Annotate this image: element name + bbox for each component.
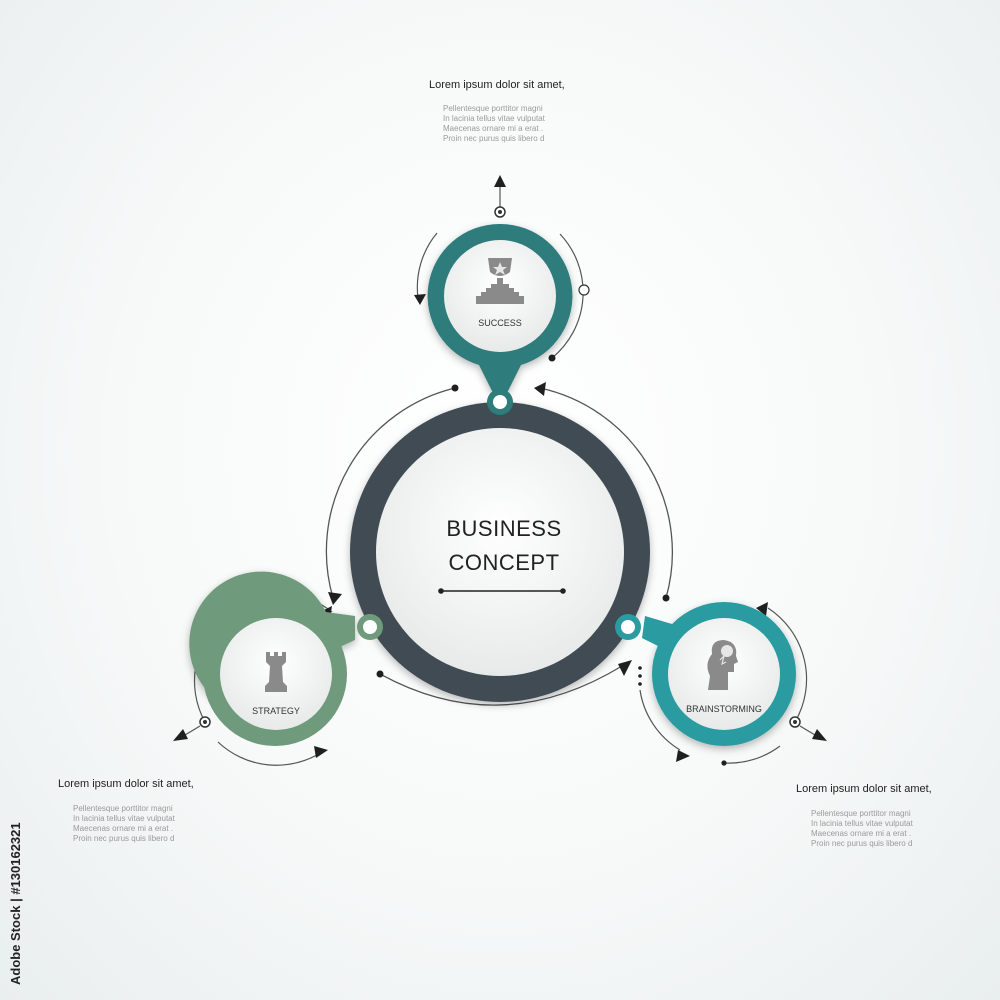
node-brainstorming <box>615 602 827 766</box>
stock-watermark: Adobe Stock | #130162321 <box>8 822 23 985</box>
arc-right <box>539 387 673 599</box>
arc-left <box>325 387 456 599</box>
node-joint-hole <box>493 395 507 409</box>
text-line: Pellentesque porttitor magni <box>811 809 911 818</box>
arc-dot <box>638 674 642 678</box>
arc-dot <box>451 384 459 392</box>
center-title-line1: BUSINESS <box>446 516 562 541</box>
arrow-right <box>314 746 328 758</box>
node-success <box>414 175 590 415</box>
node-outer-ring <box>767 607 808 723</box>
node-joint-hole <box>363 620 377 634</box>
head-idea-icon <box>707 640 738 690</box>
arrow-left <box>173 729 188 741</box>
central-circle <box>350 402 650 702</box>
node-outer-ring <box>217 741 323 766</box>
arc-dot <box>638 682 642 686</box>
arc-dot <box>548 354 556 362</box>
node-outer-ring <box>639 689 681 751</box>
arrow-left <box>756 602 768 616</box>
text-block-left-body: Pellentesque porttitor magni In lacinia … <box>73 804 175 844</box>
trophy-icon <box>476 258 524 304</box>
ring-dot <box>578 284 590 296</box>
text-line: Maecenas ornare mi a erat . <box>811 829 912 838</box>
arc-bottom <box>379 665 623 706</box>
ring-dot-center <box>793 720 797 724</box>
ring-dot-center <box>498 210 502 214</box>
text-line: Maecenas ornare mi a erat . <box>443 124 544 133</box>
arc-dot <box>721 760 727 766</box>
chess-rook-icon <box>265 652 287 692</box>
text-line: Proin nec purus quis libero d <box>811 839 913 848</box>
text-block-top-title: Lorem ipsum dolor sit amet, <box>429 79 565 91</box>
node-outer-ring <box>723 745 781 764</box>
text-block-top-body: Pellentesque porttitor magni In lacinia … <box>443 104 545 144</box>
node-neck <box>642 616 672 650</box>
arrow-head <box>618 660 632 676</box>
text-line: Maecenas ornare mi a erat . <box>73 824 174 833</box>
central-disc <box>376 428 624 676</box>
arrow-up <box>494 175 506 187</box>
divider-dot <box>560 588 566 594</box>
connector-arcs <box>325 387 673 706</box>
text-line: Pellentesque porttitor magni <box>443 104 543 113</box>
node-strategy <box>173 571 383 766</box>
text-line: In lacinia tellus vitae vulputat <box>73 814 175 823</box>
node-label-success: SUCCESS <box>478 318 522 328</box>
node-joint-hole <box>621 620 635 634</box>
stem-line <box>799 725 816 736</box>
arc-dot <box>662 594 670 602</box>
node-outer-ring <box>551 233 584 359</box>
text-line: In lacinia tellus vitae vulputat <box>811 819 913 828</box>
arrow-right <box>676 750 690 762</box>
text-line: Proin nec purus quis libero d <box>443 134 545 143</box>
arc-dot <box>638 666 642 670</box>
connector-arrows <box>328 382 670 678</box>
text-block-right-body: Pellentesque porttitor magni In lacinia … <box>811 809 913 849</box>
divider-dot <box>438 588 444 594</box>
node-outer-ring <box>416 232 438 299</box>
text-block-left-title: Lorem ipsum dolor sit amet, <box>58 778 194 790</box>
center-title-line2: CONCEPT <box>448 550 560 575</box>
arrow-down <box>414 294 426 305</box>
node-label-brainstorming: BRAINSTORMING <box>686 704 762 714</box>
ring-dot-center <box>203 720 207 724</box>
node-label-strategy: STRATEGY <box>252 706 300 716</box>
arrow-right <box>812 729 827 741</box>
arc-dot <box>376 670 384 678</box>
stem-line <box>184 725 201 736</box>
text-line: Pellentesque porttitor magni <box>73 804 173 813</box>
arrow-head <box>328 592 342 605</box>
text-block-right-title: Lorem ipsum dolor sit amet, <box>796 783 932 795</box>
text-line: In lacinia tellus vitae vulputat <box>443 114 545 123</box>
arrow-head <box>534 382 546 396</box>
text-line: Proin nec purus quis libero d <box>73 834 175 843</box>
